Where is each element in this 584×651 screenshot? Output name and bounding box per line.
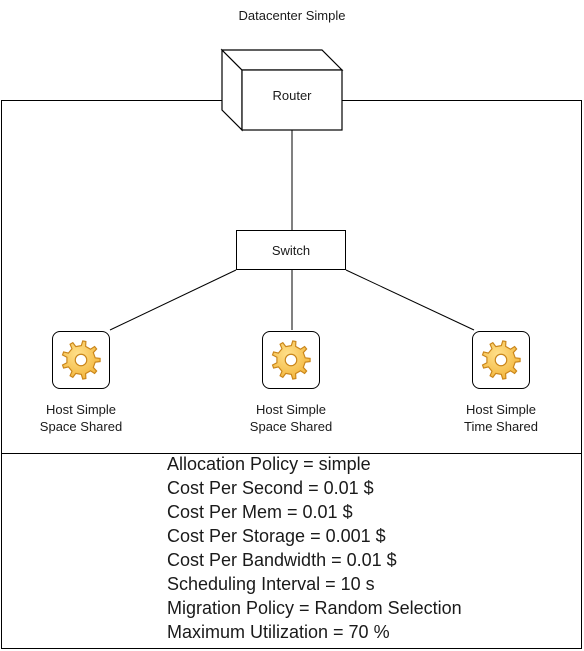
gear-icon [271, 340, 311, 380]
host-node [52, 331, 110, 389]
host-node [472, 331, 530, 389]
router-box-icon [220, 48, 344, 132]
property-allocation-policy: Allocation Policy = simple [167, 454, 371, 474]
host-label: Host Simple Space Shared [221, 401, 361, 435]
switch-node [236, 230, 346, 270]
property-migration-policy: Migration Policy = Random Selection [167, 598, 462, 618]
host-label: Host Simple Space Shared [11, 401, 151, 435]
host-policy: Space Shared [249, 419, 333, 434]
switch-host-link [345, 269, 475, 331]
host-name: Host Simple [465, 402, 537, 417]
property-cost-per-mem: Cost Per Mem = 0.01 $ [167, 502, 353, 522]
router-label: Router [272, 88, 312, 103]
switch-label: Switch [271, 243, 311, 258]
switch-host-link [109, 269, 237, 331]
host-name: Host Simple [255, 402, 327, 417]
property-cost-per-storage: Cost Per Storage = 0.001 $ [167, 526, 386, 546]
host-name: Host Simple [45, 402, 117, 417]
host-label: Host Simple Time Shared [431, 401, 571, 435]
property-cost-per-bandwidth: Cost Per Bandwidth = 0.01 $ [167, 550, 397, 570]
host-policy: Space Shared [39, 419, 123, 434]
host-policy: Time Shared [464, 419, 538, 434]
datacenter-title: Datacenter Simple [238, 8, 346, 23]
property-maximum-utilization: Maximum Utilization = 70 % [167, 622, 390, 642]
property-cost-per-second: Cost Per Second = 0.01 $ [167, 478, 374, 498]
gear-icon [481, 340, 521, 380]
property-scheduling-interval: Scheduling Interval = 10 s [167, 574, 375, 594]
datacenter-properties: Allocation Policy = simple Cost Per Seco… [167, 452, 462, 644]
host-node [262, 331, 320, 389]
gear-icon [61, 340, 101, 380]
